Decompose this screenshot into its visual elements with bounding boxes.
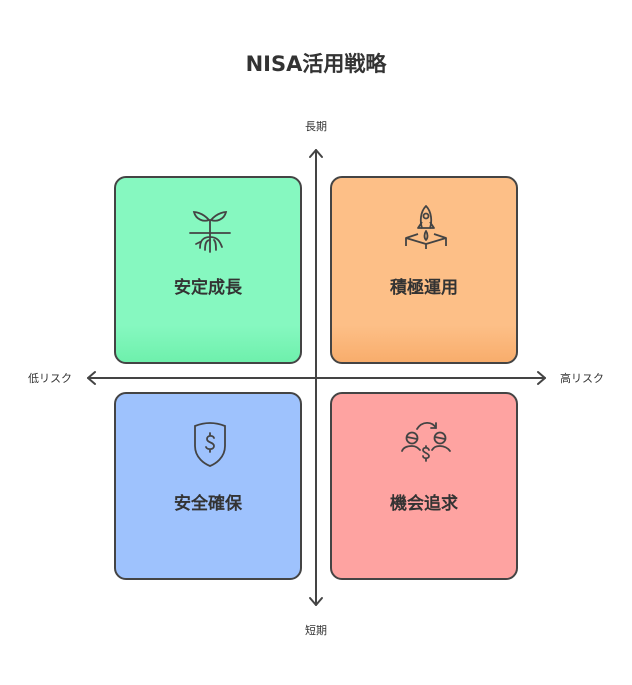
rocket-icon: [405, 205, 447, 249]
quadrant-label: 積極運用: [390, 278, 458, 298]
axis-label-high-risk: 高リスク: [560, 372, 604, 385]
quadrant-label: 安全確保: [174, 494, 242, 514]
people-exchange-icon: [401, 421, 451, 462]
quadrant-stable-growth: 安定成長: [114, 176, 302, 364]
arrow-left-icon: [87, 371, 96, 385]
quadrant-label: 安定成長: [174, 278, 242, 298]
axis-label-long-term: 長期: [305, 120, 327, 133]
quadrant-safety: 安全確保: [114, 392, 302, 580]
arrow-right-icon: [537, 371, 546, 385]
axis-label-short-term: 短期: [305, 624, 327, 637]
diagram-title: NISA活用戦略: [245, 52, 387, 76]
quadrant-opportunity: 機会追求: [330, 392, 518, 580]
axis-label-low-risk: 低リスク: [28, 372, 72, 385]
quadrant-label: 機会追求: [390, 494, 458, 514]
sprout-icon: [189, 211, 231, 253]
shield-dollar-icon: [194, 422, 226, 467]
quadrant-aggressive-investment: 積極運用: [330, 176, 518, 364]
arrow-up-icon: [309, 149, 323, 158]
arrow-down-icon: [309, 597, 323, 606]
